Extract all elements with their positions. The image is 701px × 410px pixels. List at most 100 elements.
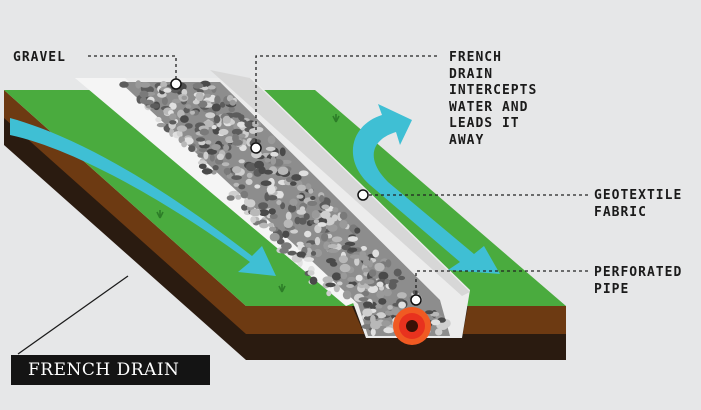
gravel-stone bbox=[368, 269, 377, 277]
gravel-stone bbox=[281, 242, 292, 250]
gravel-stone bbox=[216, 153, 224, 160]
gravel-stone bbox=[307, 200, 318, 206]
gravel-stone bbox=[367, 284, 379, 294]
gravel-stone bbox=[160, 81, 168, 89]
gravel-stone bbox=[398, 301, 406, 309]
gravel-stone bbox=[150, 103, 160, 109]
gravel-stone bbox=[155, 116, 162, 123]
gravel-stone bbox=[206, 148, 217, 155]
gravel-stone bbox=[169, 120, 177, 125]
gravel-stone bbox=[176, 130, 183, 137]
gravel-stone bbox=[139, 82, 151, 88]
gravel-stone bbox=[184, 123, 193, 129]
gravel-stone bbox=[203, 120, 214, 128]
gravel-stone bbox=[370, 320, 381, 330]
gravel-stone bbox=[135, 80, 142, 89]
gravel-stone bbox=[391, 307, 400, 316]
gravel-stone bbox=[139, 90, 149, 99]
gravel-stone bbox=[289, 198, 298, 206]
gravel-stone bbox=[226, 195, 235, 201]
gravel-stone bbox=[277, 166, 289, 175]
gravel-stone bbox=[326, 290, 332, 297]
gravel-stone bbox=[375, 304, 383, 309]
gravel-stone bbox=[260, 180, 272, 186]
gravel-stone bbox=[143, 99, 154, 105]
gravel-stone bbox=[314, 236, 321, 246]
gravel-stone bbox=[156, 122, 166, 128]
gravel-stone bbox=[268, 208, 276, 215]
gravel-stone bbox=[228, 106, 235, 113]
gravel-stone bbox=[211, 144, 221, 151]
gravel-stone bbox=[145, 86, 154, 94]
gravel-stone bbox=[283, 219, 293, 229]
gravel-stone bbox=[303, 257, 315, 262]
gravel-stone bbox=[231, 175, 242, 181]
gravel-stones bbox=[119, 80, 451, 337]
gravel-stone bbox=[317, 222, 327, 227]
gravel-stone bbox=[229, 99, 236, 106]
gravel-stone bbox=[276, 238, 285, 245]
gravel-stone bbox=[258, 202, 269, 210]
french-drain-description-label: FRENCH DRAIN INTERCEPTS WATER AND LEADS … bbox=[449, 50, 538, 148]
gravel-stone bbox=[360, 246, 367, 251]
gravel-stone bbox=[267, 195, 278, 201]
gravel-stone bbox=[246, 172, 253, 178]
grass-tuft-icon bbox=[278, 284, 286, 293]
gravel-stone bbox=[297, 184, 307, 191]
gravel-stone bbox=[222, 115, 231, 124]
gravel-stone bbox=[385, 259, 392, 268]
gravel-stone bbox=[267, 135, 276, 145]
gravel-stone bbox=[298, 170, 309, 177]
gravel-stone bbox=[354, 257, 360, 266]
gravel-stone bbox=[376, 281, 384, 288]
gravel-stone bbox=[299, 206, 306, 211]
gravel-stone bbox=[254, 160, 265, 169]
gravel-stone bbox=[425, 310, 434, 315]
gravel-stone bbox=[342, 290, 352, 300]
gravel-stone bbox=[323, 241, 331, 250]
gravel-stone bbox=[361, 290, 370, 297]
gravel-stone bbox=[163, 88, 172, 93]
gravel-stone bbox=[303, 213, 310, 220]
gravel-stone bbox=[378, 271, 389, 280]
gravel-stone bbox=[266, 185, 276, 195]
diagram-title: FRENCH DRAIN bbox=[11, 355, 210, 385]
gravel-stone bbox=[232, 133, 239, 143]
gravel-stone bbox=[249, 208, 261, 217]
gravel-stone bbox=[281, 159, 292, 164]
gravel-stone bbox=[374, 262, 385, 272]
perforated-pipe-label: PERFORATED PIPE bbox=[594, 265, 683, 297]
gravel-stone bbox=[430, 319, 441, 326]
gravel-stone bbox=[355, 274, 363, 282]
french-drain-leader-line bbox=[255, 55, 437, 148]
gravel-stone bbox=[240, 190, 249, 199]
gravel-stone bbox=[245, 199, 256, 208]
gravel-stone bbox=[180, 115, 189, 123]
gravel-stone bbox=[363, 301, 373, 308]
gravel-stone bbox=[311, 210, 320, 219]
gravel-stone bbox=[245, 178, 253, 185]
gravel-stone bbox=[321, 204, 330, 210]
gravel-stone bbox=[254, 184, 261, 189]
french-drain-marker bbox=[250, 142, 262, 154]
gravel-stone bbox=[205, 112, 216, 119]
gravel-stone bbox=[393, 268, 402, 277]
gravel-stone bbox=[310, 196, 316, 200]
geotextile-marker bbox=[357, 189, 369, 201]
gravel-stone bbox=[314, 224, 322, 234]
gravel-stone bbox=[119, 81, 129, 88]
gravel-stone bbox=[358, 297, 369, 302]
gravel-stone bbox=[192, 99, 200, 105]
gravel-stone bbox=[304, 230, 312, 238]
gravel-stone bbox=[323, 217, 335, 226]
gravel-stone bbox=[322, 276, 334, 284]
gravel-stone bbox=[319, 195, 325, 203]
gravel-stone bbox=[296, 194, 304, 199]
gravel-stone bbox=[280, 202, 286, 210]
gravel-stone bbox=[299, 217, 307, 225]
gravel-stone bbox=[198, 148, 208, 153]
gravel-stone bbox=[199, 128, 209, 136]
gravel-stone bbox=[347, 236, 358, 242]
gravel-stone bbox=[269, 213, 278, 219]
